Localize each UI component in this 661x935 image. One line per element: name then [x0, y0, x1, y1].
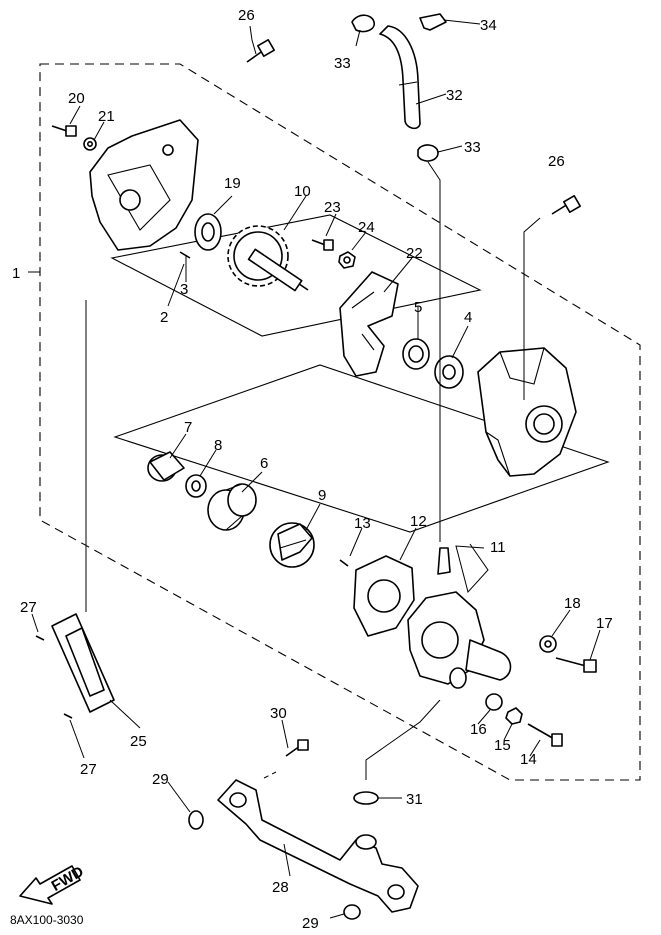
impeller-9 [269, 522, 315, 568]
bolt-26-right [551, 195, 581, 215]
bolt-14 [527, 723, 563, 747]
hose-clamp-33-bottom [417, 144, 439, 162]
callout-30: 30 [270, 705, 287, 722]
plate-22 [339, 271, 399, 377]
seal-5 [402, 338, 430, 370]
seal-6 [207, 483, 257, 531]
callout-18: 18 [564, 595, 581, 612]
pin-3 [179, 251, 191, 259]
callout-23: 23 [324, 199, 341, 216]
cover-housing [89, 119, 199, 251]
callout-25: 25 [130, 733, 147, 750]
washer-18 [539, 635, 557, 653]
callout-32: 32 [446, 87, 463, 104]
callout-7: 7 [184, 419, 192, 436]
o-ring-31 [353, 791, 379, 805]
callout-21: 21 [98, 108, 115, 125]
callout-28: 28 [272, 879, 289, 896]
callout-3: 3 [180, 281, 188, 298]
callout-14: 14 [520, 751, 537, 768]
callout-15: 15 [494, 737, 511, 754]
callout-29-upper: 29 [152, 771, 169, 788]
washer-16 [485, 693, 503, 711]
pin-13 [339, 559, 349, 567]
gear-case [477, 347, 577, 477]
group-frame-middle [113, 364, 610, 533]
bearing-19 [194, 213, 222, 251]
callout-17: 17 [596, 615, 613, 632]
gear-shaft-10 [227, 225, 309, 292]
assembly-dashed-outline [39, 63, 641, 781]
callout-8: 8 [214, 437, 222, 454]
hose-clamp-33-top [351, 14, 375, 33]
callout-19: 19 [224, 175, 241, 192]
leader-lines [28, 19, 601, 919]
bolt-23 [311, 239, 334, 251]
washer-8 [185, 474, 207, 498]
callout-1: 1 [12, 265, 20, 282]
callout-12: 12 [410, 513, 427, 530]
callout-20: 20 [68, 90, 85, 107]
fwd-arrow-icon: FWD [19, 863, 87, 905]
bolt-26-left [246, 39, 275, 63]
callout-10: 10 [294, 183, 311, 200]
hose-holder-34 [419, 13, 447, 31]
bolt-17 [555, 657, 597, 673]
nut-24 [338, 251, 356, 269]
nut-15 [505, 707, 523, 725]
callout-34: 34 [480, 17, 497, 34]
pin-27-upper [35, 635, 45, 641]
callout-6: 6 [260, 455, 268, 472]
callout-29-lower: 29 [302, 915, 319, 932]
hose-32 [379, 25, 421, 130]
callout-27-lower: 27 [80, 761, 97, 778]
callout-27-upper: 27 [20, 599, 37, 616]
washer-21 [83, 137, 97, 151]
o-ring-29-upper [188, 810, 204, 830]
callout-4: 4 [464, 309, 472, 326]
callout-26-top: 26 [238, 7, 255, 24]
callout-31: 31 [406, 791, 423, 808]
callout-16: 16 [470, 721, 487, 738]
water-pipe-28 [217, 779, 419, 913]
o-ring-29-lower [343, 904, 361, 920]
bearing-7 [147, 451, 185, 482]
callout-5: 5 [414, 299, 422, 316]
callout-13: 13 [354, 515, 371, 532]
bolt-30 [285, 739, 309, 757]
callout-labels: 1 2 3 4 5 6 7 8 9 10 11 12 13 14 15 16 1… [12, 7, 613, 932]
pump-housing-11 [407, 547, 512, 689]
gasket-plate-25 [51, 613, 115, 713]
diagram-code: 8AX100-3030 [10, 913, 84, 927]
callout-2: 2 [160, 309, 168, 326]
callout-24: 24 [358, 219, 375, 236]
callout-33-top: 33 [334, 55, 351, 72]
callout-33-bottom: 33 [464, 139, 481, 156]
callout-22: 22 [406, 245, 423, 262]
pin-27-lower [63, 713, 73, 719]
gasket-12 [353, 555, 415, 637]
callout-11: 11 [490, 539, 506, 556]
callout-26-right: 26 [548, 153, 565, 170]
bearing-4 [434, 355, 464, 389]
callout-9: 9 [318, 487, 326, 504]
bolt-20 [51, 125, 77, 137]
